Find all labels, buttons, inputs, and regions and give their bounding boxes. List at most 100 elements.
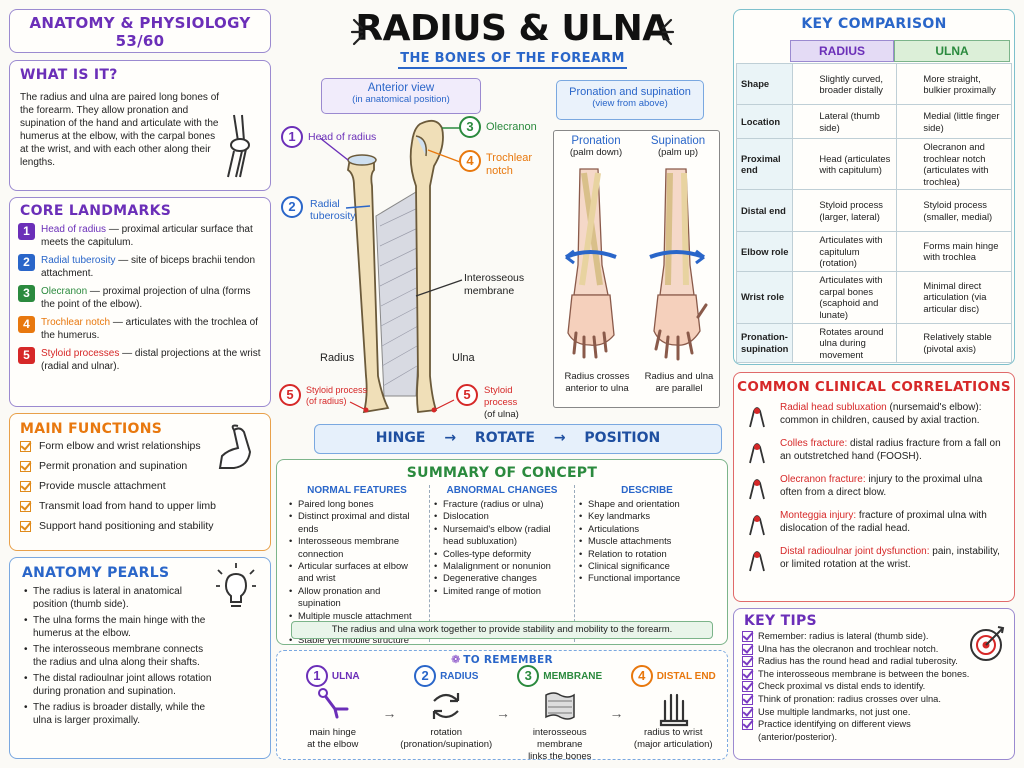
landmark-text: Head of radius — proximal articular surf… — [41, 223, 262, 249]
tips-panel: KEY TIPS Remember: radius is lateral (th… — [733, 608, 1015, 760]
landmark-term: Styloid processes — [41, 348, 120, 359]
remember-icon — [624, 687, 724, 727]
landmark-desc: — articulates with the trochlea of the h… — [41, 317, 258, 341]
summary-item: Limited range of motion — [434, 585, 570, 598]
clinical-text: Distal radioulnar joint dysfunction: pai… — [780, 545, 1006, 575]
pronation-title: Pronation and supination — [569, 86, 691, 98]
summary-column: NORMAL FEATURESPaired long bonesDistinct… — [285, 485, 430, 644]
function-item: Support hand positioning and stability — [20, 520, 260, 533]
tip-text: Practice identifying on different views … — [758, 719, 911, 742]
clinical-rest: pain, instability, or limited rotation a… — [780, 546, 1000, 570]
tip-text: Check proximal vs distal ends to identif… — [758, 681, 926, 692]
pronation-label: Pronation — [571, 135, 621, 147]
remember-symbol-icon — [660, 693, 689, 727]
clinical-text: Radial head subluxation (nursemaid's elb… — [780, 401, 1006, 431]
anatomy-pearls-panel: ANATOMY PEARLS The radius is lateral in … — [9, 557, 271, 759]
pearl-item: The ulna forms the main hinge with the h… — [24, 614, 214, 640]
comparison-ulna: Forms main hinge with trochlea — [896, 231, 1012, 272]
col-radius: RADIUS — [790, 40, 894, 62]
tip-item: The interosseous membrane is between the… — [742, 668, 982, 681]
label-styloid-radius: Styloid process(of radius) — [306, 385, 368, 406]
page-subtitle: THE BONES OF THE FOREARM — [398, 51, 627, 69]
comparison-label: Pronation-supination — [735, 322, 794, 363]
flow-position: POSITION — [584, 430, 661, 446]
pronation-label-group: Pronation (palm down) — [560, 135, 632, 158]
remember-number: 3 — [517, 665, 540, 687]
flexed-arm-icon — [218, 424, 252, 469]
flow-arrow-2: → — [553, 430, 566, 446]
remember-caption: rotation(pronation/supination) — [397, 727, 497, 751]
function-text: Form elbow and wrist relationships — [39, 440, 201, 452]
tips-list: Remember: radius is lateral (thumb side)… — [734, 629, 1014, 743]
summary-item: Articulations — [579, 523, 715, 536]
clinical-rest: (nursemaid's elbow): common in children,… — [780, 402, 982, 426]
comparison-radius: Articulates with carpal bones (scaphoid … — [792, 270, 898, 324]
function-text: Support hand positioning and stability — [39, 520, 214, 532]
remember-heading: TO REMEMBER — [463, 654, 553, 666]
anterior-view-subtitle: (in anatomical position) — [352, 94, 450, 105]
clinical-icon — [742, 509, 772, 539]
title-area: RADIUS & ULNA THE BONES OF THE FOREARM — [340, 4, 685, 74]
function-item: Permit pronation and supination — [20, 460, 260, 473]
remember-line2: (major articulation) — [633, 739, 713, 750]
label-radius: Radius — [320, 352, 355, 364]
remember-symbol-icon — [545, 692, 575, 720]
summary-columns: NORMAL FEATURESPaired long bonesDistinct… — [277, 481, 727, 644]
pearl-item: The interosseous membrane connects the r… — [24, 643, 214, 669]
lightbulb-icon — [216, 563, 256, 607]
tip-text: Remember: radius is lateral (thumb side)… — [758, 631, 929, 641]
function-item: Transmit load from hand to upper limb — [20, 500, 260, 513]
clinical-icon — [742, 401, 772, 431]
supination-label-group: Supination (palm up) — [642, 135, 714, 158]
landmark-text: Trochlear notch — articulates with the t… — [41, 316, 262, 342]
clinical-rest: injury to the proximal ulna often from a… — [780, 474, 983, 498]
landmark-number: 1 — [18, 223, 35, 240]
landmark-desc: — distal projections at the wrist (radia… — [41, 348, 261, 372]
summary-item: Functional importance — [579, 572, 715, 585]
checkbox-icon — [742, 668, 753, 680]
tip-item: Remember: radius is lateral (thumb side)… — [742, 630, 982, 643]
clinical-item: Colles fracture: distal radius fracture … — [742, 437, 1006, 467]
comparison-radius: Rotates around ulna during movement — [792, 322, 898, 363]
comparison-header-row: RADIUS ULNA — [790, 40, 1010, 62]
checkbox-icon — [742, 643, 753, 655]
clinical-rest: distal radius fracture from a fall on an… — [780, 438, 1001, 462]
tip-item: Ulna has the olecranon and trochlear not… — [742, 643, 982, 656]
tip-item: Use multiple landmarks, not just one. — [742, 706, 982, 719]
comparison-radius: Lateral (thumb side) — [792, 104, 898, 139]
summary-item: Allow pronation and supination — [289, 585, 425, 610]
label-olecranon: Olecranon — [486, 121, 537, 133]
summary-item: Fracture (radius or ulna) — [434, 498, 570, 511]
summary-column-title: DESCRIBE — [621, 485, 673, 496]
comparison-label: Distal end — [735, 189, 794, 232]
clinical-item: Radial head subluxation (nursemaid's elb… — [742, 401, 1006, 431]
injury-icon — [749, 443, 765, 464]
marker-5-radius: 5 — [279, 384, 301, 406]
landmark-term: Head of radius — [41, 224, 107, 235]
tips-heading: KEY TIPS — [744, 613, 817, 629]
summary-item: Key landmarks — [579, 510, 715, 523]
comparison-ulna: Styloid process (smaller, medial) — [896, 189, 1012, 232]
clinical-item: Monteggia injury: fracture of proximal u… — [742, 509, 1006, 539]
comparison-label: Location — [735, 104, 794, 139]
pronation-subtitle: (view from above) — [592, 98, 668, 109]
landmark-desc: — proximal articular surface that meets … — [41, 224, 253, 248]
summary-item: Stable yet mobile structure — [289, 634, 425, 644]
summary-item: Interosseous membrane connection — [289, 535, 425, 560]
